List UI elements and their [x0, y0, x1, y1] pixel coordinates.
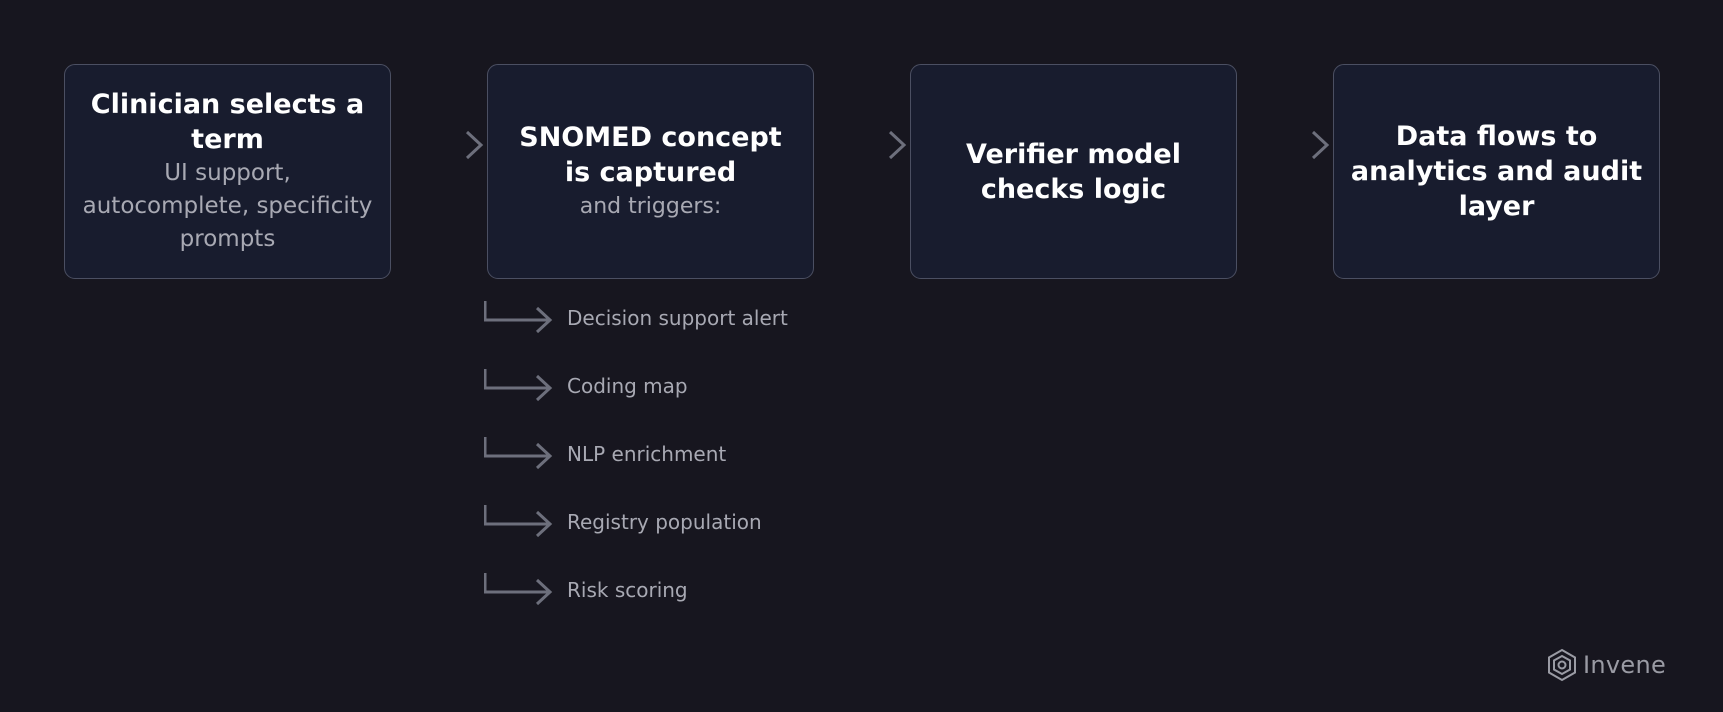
branch-label-decision-support: Decision support alert	[567, 306, 788, 330]
branch-arrow-icon	[484, 301, 553, 334]
branch-label-nlp-enrichment: NLP enrichment	[567, 442, 727, 466]
branch-arrow-icon	[484, 573, 553, 606]
step-box-snomed-concept-captured: SNOMED concept is captured and triggers:	[487, 64, 814, 279]
step-subtitle: and triggers:	[579, 194, 722, 219]
flow-arrow-3-to-4-icon	[1245, 130, 1330, 160]
invene-logo: Invene	[1545, 648, 1666, 682]
branch-label-registry-population: Registry population	[567, 510, 762, 534]
branch-label-risk-scoring: Risk scoring	[567, 578, 688, 602]
branch-arrow-icon	[484, 505, 553, 538]
branch-arrow-icon	[484, 369, 553, 402]
branch-label-coding-map: Coding map	[567, 374, 688, 398]
step-box-verifier-model: Verifier model checks logic	[910, 64, 1237, 279]
step-box-clinician-selects-term: Clinician selects a term UI support, aut…	[64, 64, 391, 279]
step-title: Verifier model checks logic	[966, 138, 1181, 205]
logo-text: Invene	[1583, 651, 1667, 679]
hexagon-logo-icon	[1548, 648, 1576, 682]
step-title: Clinician selects a term	[90, 89, 365, 155]
step-subtitle: UI support, autocomplete, specificity pr…	[82, 160, 373, 252]
step-title: SNOMED concept is captured	[519, 122, 782, 188]
branch-arrow-icon	[484, 437, 553, 470]
flow-arrow-2-to-3-icon	[822, 130, 907, 160]
step-title: Data flows to analytics and audit layer	[1350, 121, 1643, 222]
step-box-data-flows-analytics: Data flows to analytics and audit layer	[1333, 64, 1660, 279]
flow-arrow-1-to-2-icon	[399, 130, 484, 160]
